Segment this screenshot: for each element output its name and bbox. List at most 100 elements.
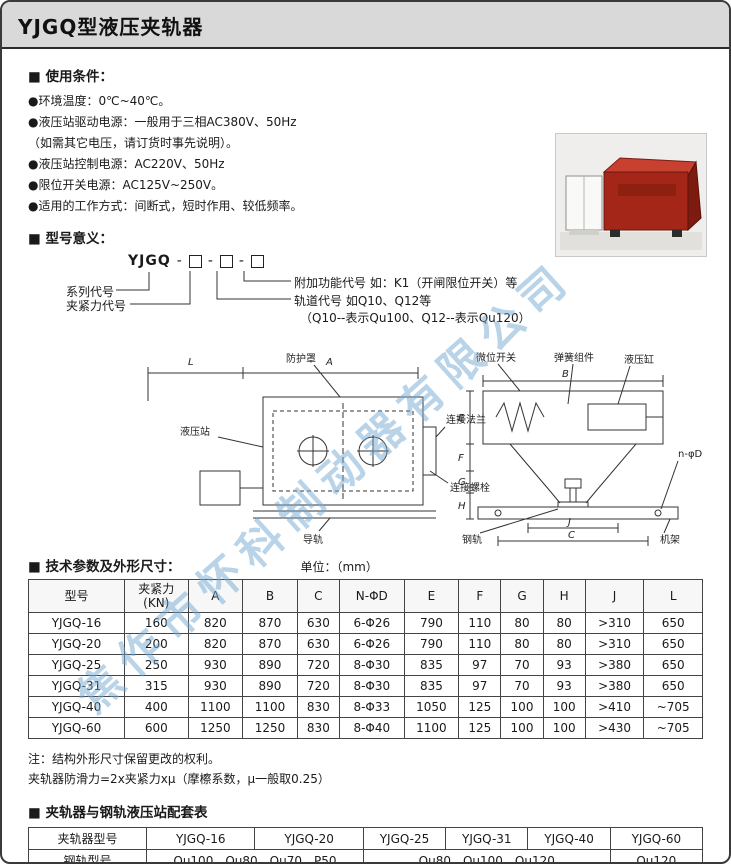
spec-cell: 8-Φ33: [338, 696, 405, 718]
spec-cell: 650: [643, 654, 703, 676]
spec-cell: >410: [584, 696, 645, 718]
spec-cell: 160: [124, 612, 189, 634]
dim-E-label: E: [458, 413, 465, 424]
micro-switch-label: 微位开关: [476, 351, 516, 364]
spec-cell: 790: [403, 633, 460, 655]
spec-cell: 1250: [187, 717, 244, 739]
usage-item: ●限位开关电源：AC125V~250V。: [28, 178, 224, 192]
spec-col-header: G: [500, 579, 544, 613]
machine-side-face: [687, 160, 702, 232]
spec-cell: 8-Φ30: [338, 675, 405, 697]
spec-cell: 70: [500, 654, 544, 676]
spec-cell: 200: [124, 633, 189, 655]
spec-cell: >310: [584, 633, 645, 655]
page-content: 焦作市怀科制动器有限公司 ■ 使用条件： ●环境温度：0℃~40℃。 ●液压站驱…: [2, 49, 729, 862]
spec-col-header: L: [643, 579, 703, 613]
dim-A-label: A: [325, 357, 333, 368]
spec-col-header: C: [296, 579, 340, 613]
match-row: 钢轨型号 Qu100、Qu80、Qu70、P50 Qu80、Qu100、Qu12…: [28, 849, 704, 862]
match-cell: YJGQ-40: [527, 827, 611, 850]
spec-col-header: N-ΦD: [338, 579, 405, 613]
dim-J-label: J: [566, 517, 571, 528]
model-series-label: 系列代号: [66, 285, 115, 299]
model-clamp-label: 夹紧力代号: [66, 299, 127, 313]
spec-cell: YJGQ-16: [28, 612, 125, 634]
spec-cell: >380: [584, 654, 645, 676]
dim-G-label: G: [458, 477, 466, 488]
connect-flange-label: 连接法兰: [446, 413, 486, 426]
model-dash: -: [176, 253, 183, 269]
spec-cell: 870: [242, 633, 298, 655]
spec-cell: 835: [403, 654, 460, 676]
spec-unit: 单位：（mm）: [300, 560, 378, 574]
match-cell: YJGQ-60: [609, 827, 704, 850]
spec-cell: 600: [124, 717, 189, 739]
model-diagram: YJGQ - - - 系列代号 夹紧力代号 附加功能代号 如：K1（开闸限位开关…: [64, 253, 703, 349]
page-title: YJGQ型液压夹轨器: [18, 15, 204, 39]
spec-cell: 820: [187, 633, 244, 655]
match-row: 夹轨器型号 YJGQ-16 YJGQ-20 YJGQ-25 YJGQ-31 YJ…: [28, 827, 704, 850]
spec-cell: 100: [500, 717, 544, 739]
protective-cover-label: 防护罩: [286, 352, 316, 365]
spec-cell: 650: [643, 675, 703, 697]
spring-assembly-label: 弹簧组件: [554, 351, 594, 364]
notes-block: 注：结构外形尺寸保留更改的权利。 夹轨器防滑力=2x夹紧力xμ（摩檫系数，μ一般…: [28, 749, 703, 789]
spec-col-header: B: [242, 579, 298, 613]
spec-row: YJGQ-16 160 820 870 630 6-Φ26 790 110 80…: [28, 612, 703, 634]
right-view: [466, 363, 679, 546]
model-dash: -: [207, 253, 214, 269]
spec-cell: 80: [542, 633, 586, 655]
spec-cell: YJGQ-20: [28, 633, 125, 655]
spec-col-header: J: [584, 579, 645, 613]
spec-cell: 720: [296, 675, 340, 697]
usage-item: ●液压站驱动电源：一般用于三相AC380V、50Hz: [28, 115, 297, 129]
spec-cell: YJGQ-31: [28, 675, 125, 697]
spec-cell: YJGQ-40: [28, 696, 125, 718]
dim-C-label: C: [568, 530, 575, 541]
spec-col-header: F: [458, 579, 502, 613]
cabinet-base: [569, 230, 599, 235]
machine-foot: [672, 230, 682, 237]
spec-cell: 890: [242, 654, 298, 676]
spec-cell: 93: [542, 675, 586, 697]
spec-cell: 1100: [242, 696, 298, 718]
spec-cell: 1100: [187, 696, 244, 718]
spec-cell: 100: [500, 696, 544, 718]
usage-item: ●环境温度：0℃~40℃。: [28, 94, 171, 108]
spec-cell: 650: [643, 612, 703, 634]
spec-table: 型号 夹紧力 (KN) A B C N-ΦD E F G H J L YJGQ-…: [28, 579, 703, 739]
match-cell: YJGQ-20: [254, 827, 364, 850]
model-rail-note: （Q10--表示Qu100、Q12--表示Qu120）: [300, 311, 531, 325]
hydraulic-station-label: 液压站: [180, 425, 210, 438]
bolt-holes-label: n-φD: [678, 449, 703, 460]
spec-cell: 870: [242, 612, 298, 634]
spec-cell: 100: [542, 696, 586, 718]
spec-cell: 80: [542, 612, 586, 634]
steel-rail-label: 钢轨: [462, 533, 482, 546]
usage-heading: ■ 使用条件：: [28, 69, 113, 85]
guide-rail-label: 导轨: [303, 533, 323, 546]
match-row-label: 夹轨器型号: [28, 827, 147, 850]
spec-cell: 790: [403, 612, 460, 634]
spec-cell: >430: [584, 717, 645, 739]
model-code-box: [250, 254, 264, 268]
model-dash: -: [238, 253, 245, 269]
dim-F-label: F: [458, 453, 464, 464]
match-row-label: 钢轨型号: [28, 849, 147, 862]
spec-col-header: E: [403, 579, 460, 613]
spec-cell: 93: [542, 654, 586, 676]
spec-header-row: 型号 夹紧力 (KN) A B C N-ΦD E F G H J L: [28, 579, 703, 613]
hydraulic-cylinder-label: 液压缸: [624, 353, 654, 366]
match-cell: YJGQ-16: [145, 827, 256, 850]
model-heading: ■ 型号意义：: [28, 231, 113, 247]
spec-cell: 125: [458, 696, 502, 718]
match-cell: Qu120: [609, 849, 704, 862]
spec-cell: 1050: [403, 696, 460, 718]
match-cell: Qu80、Qu100、Qu120: [362, 849, 611, 862]
spec-cell: 400: [124, 696, 189, 718]
spec-col-header: A: [187, 579, 244, 613]
spec-cell: 8-Φ40: [338, 717, 405, 739]
technical-drawing: L A 防护罩 液压站 连接法兰 连接螺栓 导轨: [28, 351, 703, 549]
spec-cell: 1100: [403, 717, 460, 739]
spec-cell: 110: [458, 612, 502, 634]
